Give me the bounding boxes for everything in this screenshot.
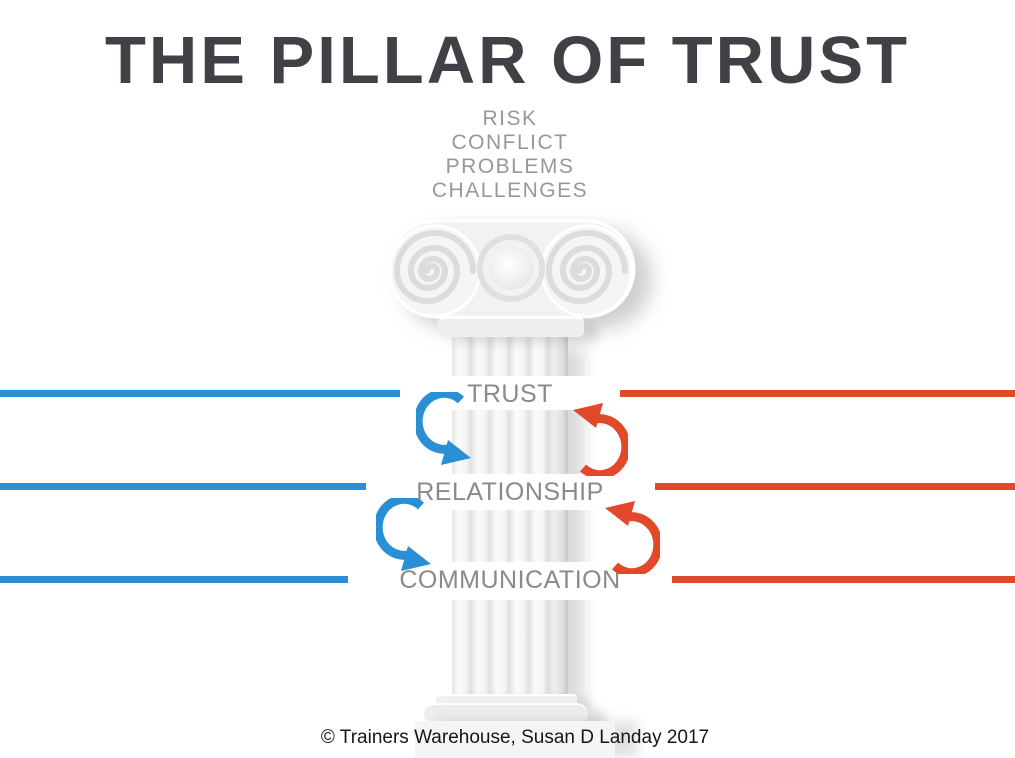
pressure-words-list: RISK CONFLICT PROBLEMS CHALLENGES (432, 107, 588, 203)
label-band-communication (400, 562, 620, 600)
capital-medallion-icon (477, 234, 545, 302)
column-base-torus (424, 703, 588, 725)
cycle-arrow-up-icon (572, 398, 628, 476)
column-plinth (415, 721, 615, 758)
right-line-communication (672, 576, 1015, 583)
pressure-word-problems: PROBLEMS (445, 155, 575, 178)
column-neck (438, 317, 584, 337)
left-line-relationship (0, 483, 366, 490)
page-title: THE PILLAR OF TRUST (104, 23, 911, 98)
right-line-relationship (655, 483, 1015, 490)
left-line-communication (0, 576, 348, 583)
label-band-relationship (400, 474, 620, 510)
pillar-label-communication: COMMUNICATION (399, 566, 621, 594)
pressure-word-challenges: CHALLENGES (431, 179, 589, 202)
column-capital-icon (386, 219, 636, 319)
pressure-word-conflict: CONFLICT (451, 131, 569, 154)
pillar-label-relationship: RELATIONSHIP (416, 478, 604, 506)
pressure-word-risk: RISK (482, 107, 538, 130)
copyright-text: © Trainers Warehouse, Susan D Landay 201… (320, 727, 710, 748)
right-line-trust (610, 390, 1015, 397)
pillar-label-trust: TRUST (467, 380, 553, 408)
left-volute-icon (388, 224, 482, 318)
cycle-arrow-up-icon (604, 496, 660, 574)
left-line-trust (0, 390, 421, 397)
right-volute-icon (540, 224, 634, 318)
cycle-arrow-down-icon (376, 498, 432, 576)
cycle-arrow-down-icon (416, 392, 472, 470)
